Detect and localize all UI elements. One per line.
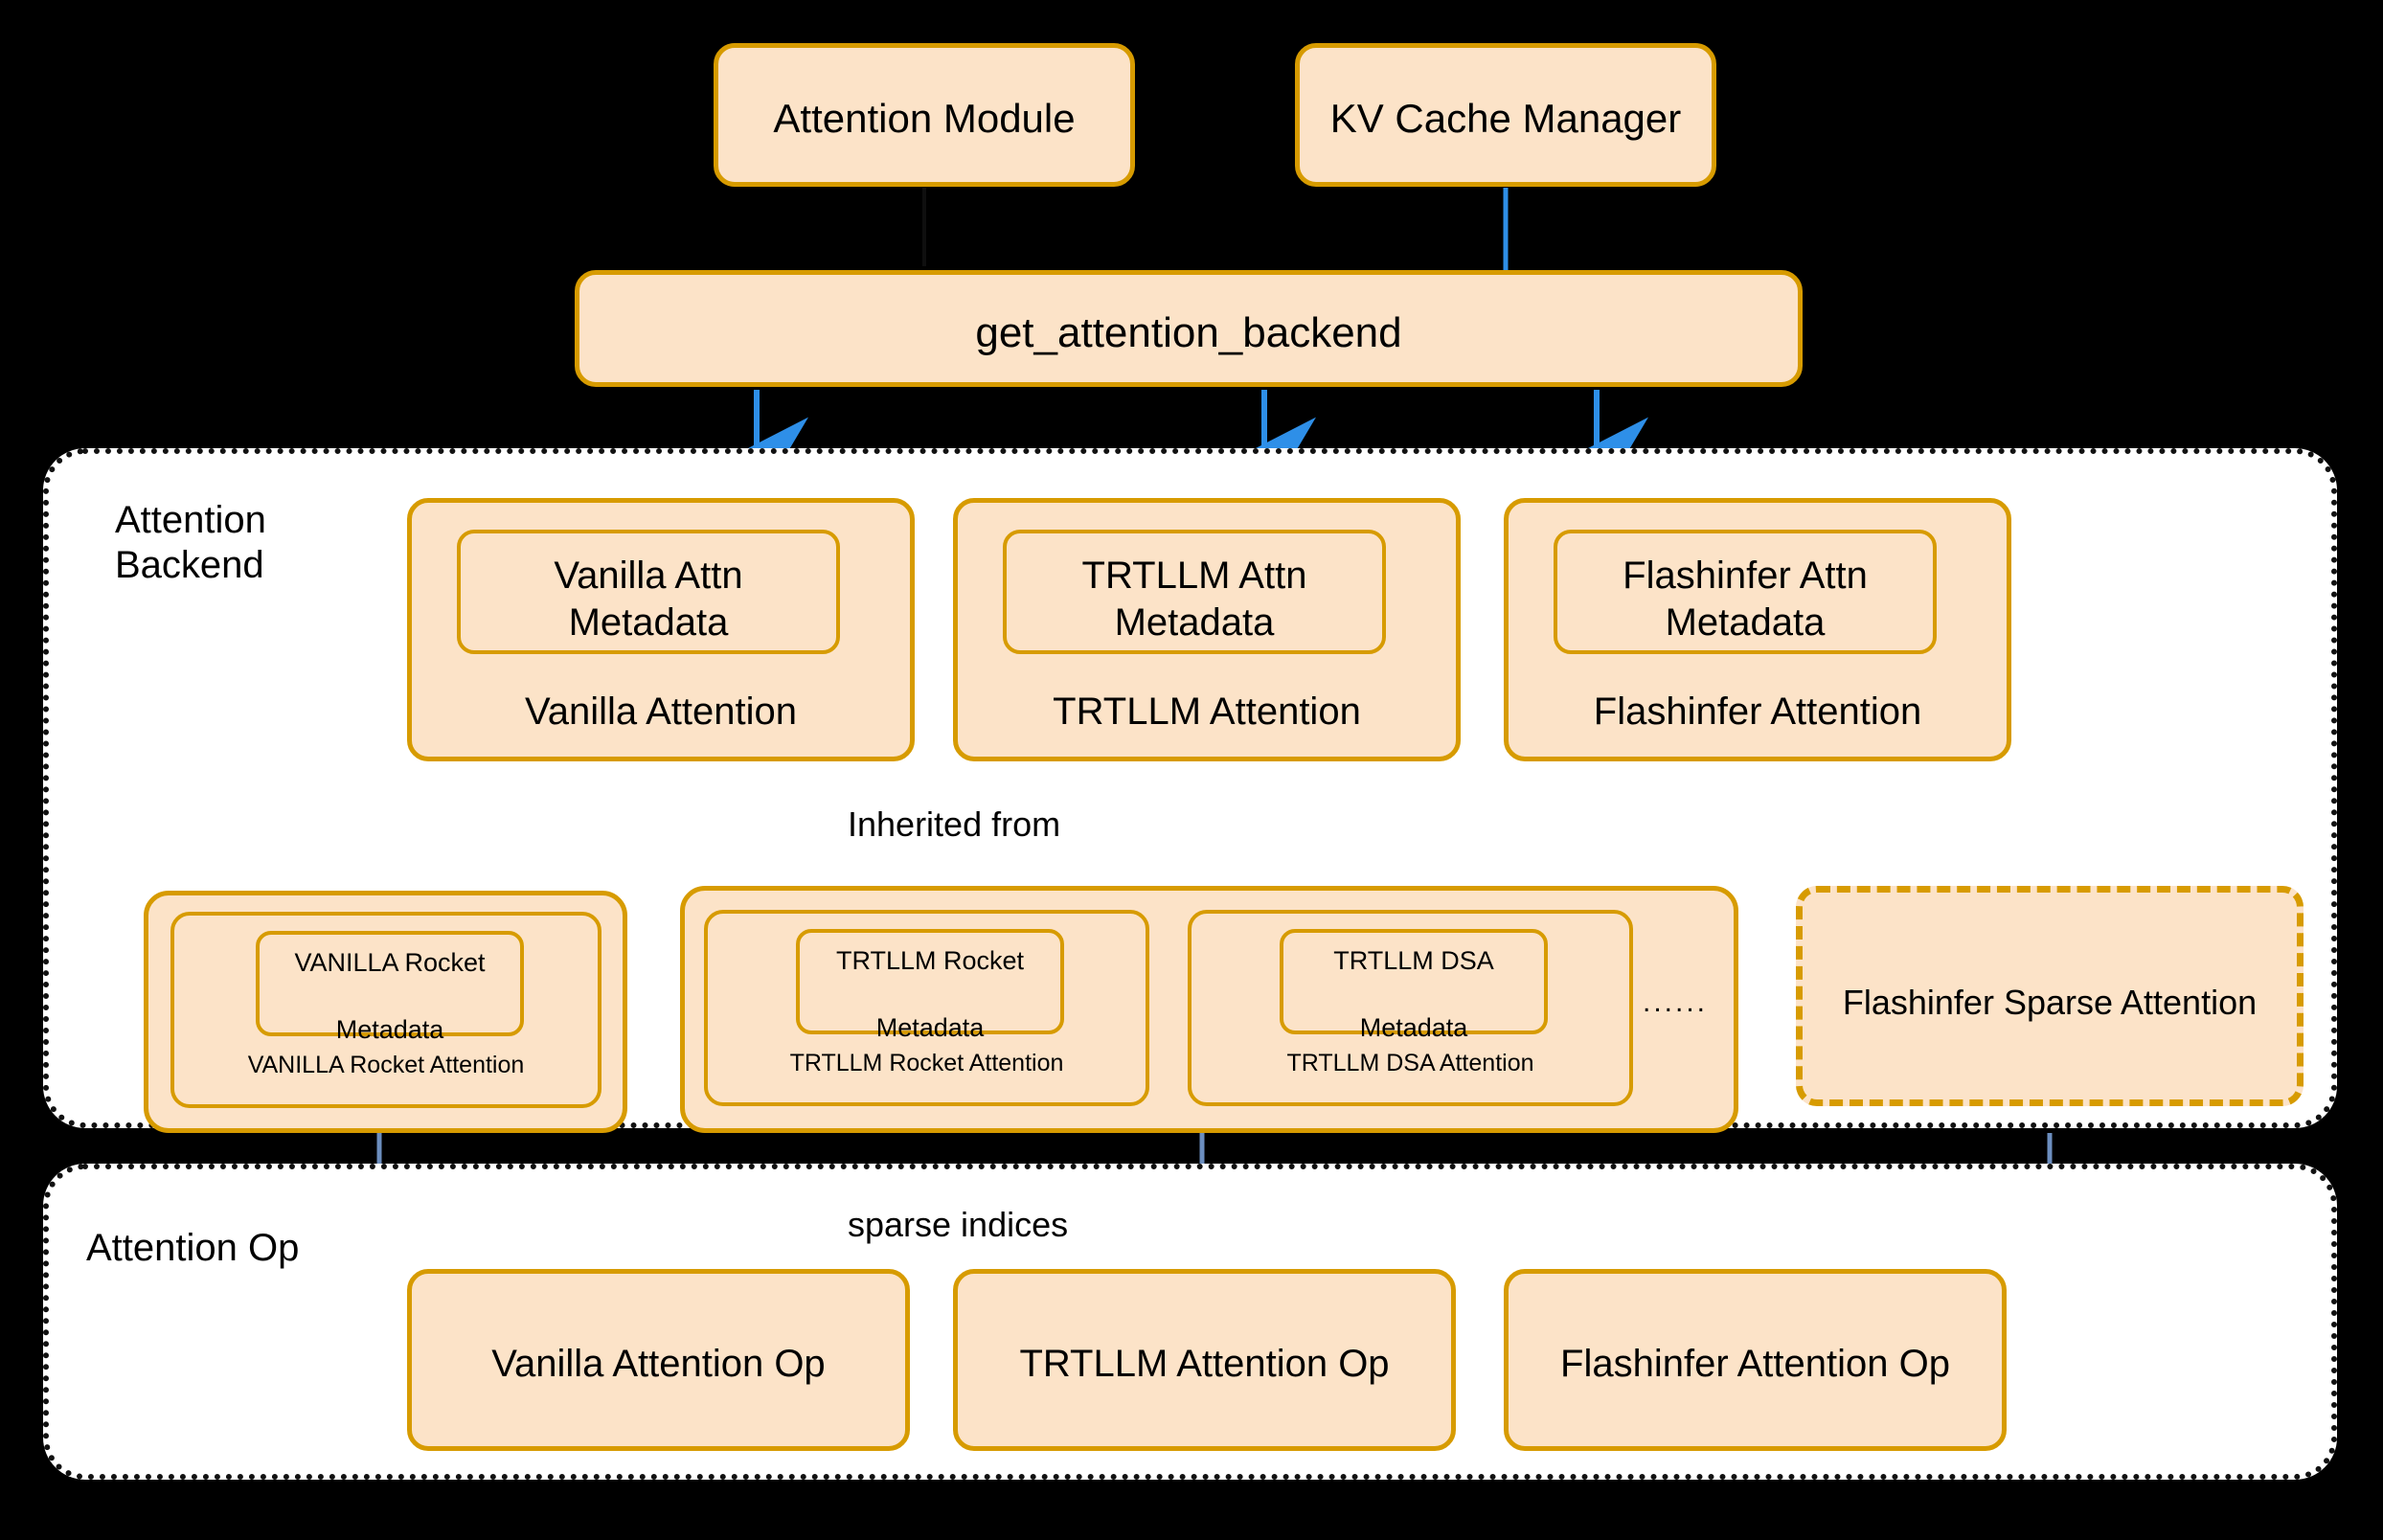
trtllm-rocket-attention-name: TRTLLM Rocket Attention — [789, 1050, 1064, 1076]
flashinfer-attention-op-label: Flashinfer Attention Op — [1560, 1343, 1950, 1385]
trtllm-attention-op-box[interactable]: TRTLLM Attention Op — [953, 1269, 1456, 1451]
vanilla-rocket-metadata-box[interactable]: VANILLA Rocket Metadata — [256, 931, 524, 1044]
attention-module-box[interactable]: Attention Module — [714, 43, 1135, 187]
flashinfer-attn-metadata-label: Flashinfer Attn Metadata — [1623, 555, 1868, 644]
sparse-backends-ellipsis: ...... — [1643, 986, 1709, 1018]
vanilla-rocket-attention-name: VANILLA Rocket Attention — [247, 1052, 525, 1078]
vanilla-attn-metadata-box[interactable]: Vanilla Attn Metadata — [457, 530, 840, 654]
sparse-indices-label: sparse indices — [848, 1205, 1069, 1244]
trtllm-dsa-attention-name: TRTLLM DSA Attention — [1286, 1050, 1534, 1076]
trtllm-attention-name: TRTLLM Attention — [1053, 691, 1361, 733]
flashinfer-attention-name: Flashinfer Attention — [1593, 691, 1922, 733]
trtllm-rocket-attention-box[interactable]: TRTLLM Rocket Metadata TRTLLM Rocket Att… — [704, 910, 1149, 1106]
attention-op-section-label: Attention Op — [86, 1227, 300, 1269]
vanilla-attention-op-label: Vanilla Attention Op — [491, 1343, 826, 1385]
flashinfer-sparse-attention-label: Flashinfer Sparse Attention — [1842, 983, 2258, 1022]
trtllm-rocket-metadata-box[interactable]: TRTLLM Rocket Metadata — [796, 929, 1064, 1042]
inherited-from-label: Inherited from — [848, 804, 1061, 844]
trtllm-attention-backend-box[interactable]: TRTLLM Attn Metadata TRTLLM Attention — [953, 498, 1461, 761]
vanilla-attn-metadata-label: Vanilla Attn Metadata — [554, 555, 743, 644]
get-attention-backend-label: get_attention_backend — [975, 309, 1402, 356]
flashinfer-attention-op-box[interactable]: Flashinfer Attention Op — [1504, 1269, 2007, 1451]
vanilla-rocket-attention-box[interactable]: VANILLA Rocket Metadata VANILLA Rocket A… — [170, 912, 601, 1108]
flashinfer-sparse-attention-box[interactable]: Flashinfer Sparse Attention — [1796, 886, 2304, 1106]
trtllm-rocket-metadata-label: TRTLLM Rocket Metadata — [835, 946, 1025, 1043]
get-attention-backend-box[interactable]: get_attention_backend — [575, 270, 1803, 387]
kv-cache-manager-label: KV Cache Manager — [1329, 96, 1682, 141]
vanilla-attention-name: Vanilla Attention — [525, 691, 797, 733]
kv-cache-manager-box[interactable]: KV Cache Manager — [1295, 43, 1716, 187]
vanilla-rocket-metadata-label: VANILLA Rocket Metadata — [294, 948, 486, 1045]
trtllm-attn-metadata-label: TRTLLM Attn Metadata — [1081, 555, 1307, 644]
trtllm-dsa-metadata-box[interactable]: TRTLLM DSA Metadata — [1280, 929, 1548, 1042]
trtllm-attention-op-label: TRTLLM Attention Op — [1019, 1343, 1390, 1385]
attention-backend-section-label: Attention Backend — [115, 499, 266, 587]
flashinfer-attention-backend-box[interactable]: Flashinfer Attn Metadata Flashinfer Atte… — [1504, 498, 2011, 761]
attention-module-label: Attention Module — [773, 96, 1076, 141]
flashinfer-attn-metadata-box[interactable]: Flashinfer Attn Metadata — [1554, 530, 1937, 654]
trtllm-dsa-attention-box[interactable]: TRTLLM DSA Metadata TRTLLM DSA Attention — [1188, 910, 1633, 1106]
trtllm-attn-metadata-box[interactable]: TRTLLM Attn Metadata — [1003, 530, 1386, 654]
trtllm-dsa-metadata-label: TRTLLM DSA Metadata — [1333, 946, 1494, 1043]
vanilla-attention-backend-box[interactable]: Vanilla Attn Metadata Vanilla Attention — [407, 498, 915, 761]
vanilla-attention-op-box[interactable]: Vanilla Attention Op — [407, 1269, 910, 1451]
